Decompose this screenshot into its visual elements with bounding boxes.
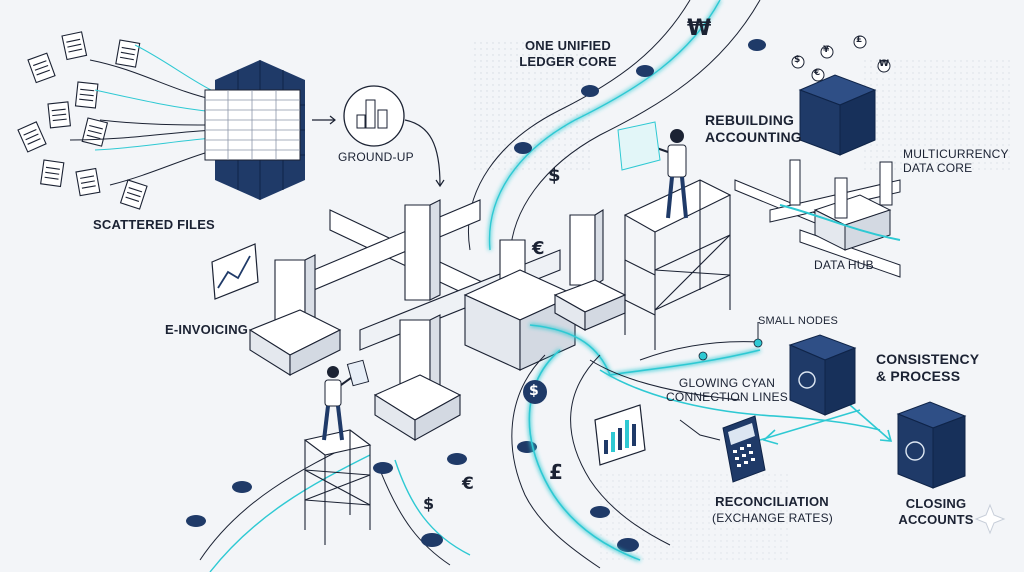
label-consistency-line2: & PROCESS xyxy=(876,368,961,384)
data-cube-cluster xyxy=(204,60,305,200)
arrow-to-ground-up xyxy=(312,115,336,125)
scaffold-left xyxy=(303,429,372,545)
label-glowing-line2: CONNECTION LINES xyxy=(666,390,788,404)
arrow-head xyxy=(435,179,445,188)
label-scattered-files: SCATTERED FILES xyxy=(93,217,215,232)
worker-right xyxy=(617,121,688,219)
label-rebuilding-accounting: REBUILDING ACCOUNTING xyxy=(705,112,802,146)
label-multicurrency-line2: DATA CORE xyxy=(903,161,973,175)
dollar-coin-symbol: $ xyxy=(529,383,539,399)
label-ground-up: GROUND-UP xyxy=(338,150,414,164)
multicurrency-cube xyxy=(798,74,877,156)
euro-float-icon: € xyxy=(814,68,821,78)
label-reconciliation: RECONCILIATION (EXCHANGE RATES) xyxy=(712,494,833,526)
ledger-currency-flow xyxy=(468,0,761,261)
label-ledger-core: ONE UNIFIED LEDGER CORE xyxy=(518,38,618,70)
calculator-icon xyxy=(722,415,766,483)
label-rebuilding-line1: REBUILDING xyxy=(705,112,795,128)
label-e-invoicing: E-INVOICING xyxy=(165,322,249,337)
label-consistency-line1: CONSISTENCY xyxy=(876,351,980,367)
label-data-hub: DATA HUB xyxy=(814,258,874,272)
arrow-ground-up-down xyxy=(404,119,441,186)
euro-symbol-icon: € xyxy=(532,238,545,259)
dollar-float-icon: $ xyxy=(794,55,801,65)
consistency-safe xyxy=(788,334,857,416)
ground-up-icon xyxy=(343,85,405,147)
label-reconciliation-line1: RECONCILIATION xyxy=(715,494,829,509)
dollar-coin-icon xyxy=(523,380,547,404)
floating-currency-icons xyxy=(791,35,891,82)
label-reconciliation-line2: (EXCHANGE RATES) xyxy=(712,511,833,525)
dollar-symbol-icon: $ xyxy=(548,165,561,186)
scattered-files-cluster xyxy=(17,31,148,210)
won-symbol-icon: ₩ xyxy=(687,16,712,41)
file-flow-lines xyxy=(69,44,216,186)
label-glowing-cyan: GLOWING CYAN CONNECTION LINES xyxy=(662,376,792,404)
label-multicurrency-line1: MULTICURRENCY xyxy=(903,147,1009,161)
won-float-icon: ₩ xyxy=(879,59,889,69)
bar-chart-card xyxy=(594,404,646,466)
label-glowing-line1: GLOWING CYAN xyxy=(678,376,776,390)
label-closing-accounts: CLOSING ACCOUNTS xyxy=(896,496,976,528)
pound-float-icon: £ xyxy=(856,35,863,45)
scaffold-right xyxy=(623,179,732,350)
label-closing-line1: CLOSING xyxy=(905,496,967,511)
label-ledger-core-line1: ONE UNIFIED xyxy=(525,38,611,53)
worker-left xyxy=(322,359,370,441)
e-invoicing-chart-card xyxy=(211,243,259,300)
label-rebuilding-line2: ACCOUNTING xyxy=(705,129,802,145)
small-nodes-pointer xyxy=(698,322,763,361)
dot-texture xyxy=(860,60,1010,170)
ledger-coins xyxy=(514,39,766,154)
central-ledger-structure xyxy=(248,199,627,441)
label-small-nodes: SMALL NODES xyxy=(758,315,839,327)
lower-coins xyxy=(186,441,639,552)
yen-float-icon: ¥ xyxy=(823,45,830,55)
closing-safe xyxy=(896,401,967,489)
pound-symbol-icon: £ xyxy=(549,460,563,484)
label-closing-line2: ACCOUNTS xyxy=(898,512,974,527)
data-hub-structure xyxy=(734,159,901,278)
label-consistency-process: CONSISTENCY & PROCESS xyxy=(876,351,979,385)
sparkle-icon xyxy=(974,503,1006,535)
label-multicurrency-data-core: MULTICURRENCY DATA CORE xyxy=(903,147,1009,175)
dollar-symbol-icon: $ xyxy=(423,494,435,513)
label-ledger-core-line2: LEDGER CORE xyxy=(519,54,617,69)
euro-symbol-icon: € xyxy=(462,474,474,494)
